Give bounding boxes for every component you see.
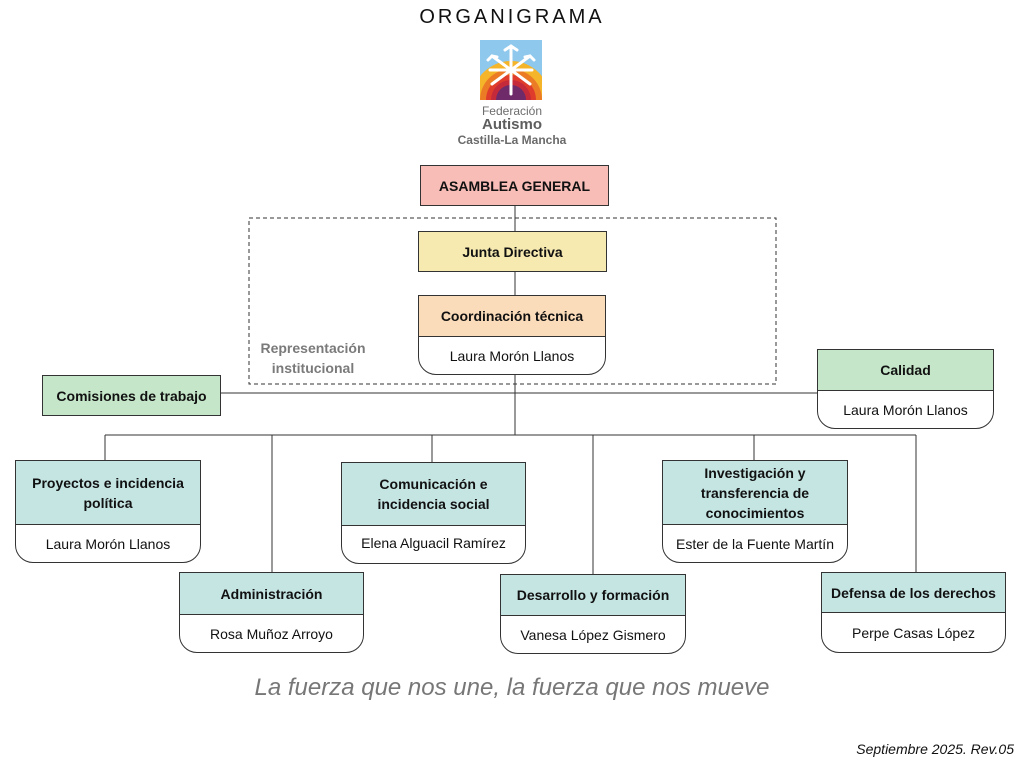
comisiones-box: Comisiones de trabajo xyxy=(42,375,221,416)
logo-line-1: Federación xyxy=(481,104,543,118)
administracion-card: Administración Rosa Muñoz Arroyo xyxy=(179,572,364,653)
proyectos-card: Proyectos e incidencia política Laura Mo… xyxy=(15,460,201,563)
administracion-title: Administración xyxy=(180,573,363,615)
federation-logo: Federación Autismo Castilla-La Mancha xyxy=(452,38,572,150)
coordinacion-title: Coordinación técnica xyxy=(419,296,605,337)
defensa-title: Defensa de los derechos xyxy=(822,573,1005,613)
slogan: La fuerza que nos une, la fuerza que nos… xyxy=(254,674,770,701)
desarrollo-person: Vanesa López Gismero xyxy=(520,627,666,643)
administracion-person: Rosa Muñoz Arroyo xyxy=(210,626,333,642)
proyectos-title: Proyectos e incidencia política xyxy=(16,461,200,525)
proyectos-person: Laura Morón Llanos xyxy=(45,536,171,552)
desarrollo-card: Desarrollo y formación Vanesa López Gism… xyxy=(500,574,686,654)
coordinacion-card: Coordinación técnica Laura Morón Llanos xyxy=(418,295,606,375)
coordinacion-person: Laura Morón Llanos xyxy=(449,348,575,364)
asamblea-general-box: ASAMBLEA GENERAL xyxy=(420,165,609,206)
investigacion-card: Investigación y transferencia de conocim… xyxy=(662,460,848,563)
logo-line-3: Castilla-La Mancha xyxy=(457,133,567,147)
investigacion-person: Ester de la Fuente Martín xyxy=(676,536,834,552)
desarrollo-title: Desarrollo y formación xyxy=(501,575,685,616)
comunicacion-title: Comunicación e incidencia social xyxy=(342,463,525,526)
comunicacion-card: Comunicación e incidencia social Elena A… xyxy=(341,462,526,564)
junta-directiva-box: Junta Directiva xyxy=(418,231,607,272)
representacion-label: Representación institucional xyxy=(260,340,366,376)
defensa-person: Perpe Casas López xyxy=(852,625,975,641)
investigacion-title: Investigación y transferencia de conocim… xyxy=(663,461,847,525)
autism-logo-icon xyxy=(480,40,542,100)
revision-date: Septiembre 2025. Rev.05 xyxy=(856,741,1014,757)
defensa-card: Defensa de los derechos Perpe Casas Lópe… xyxy=(821,572,1006,653)
logo-line-2: Autismo xyxy=(482,116,542,133)
representation-dashed-frame xyxy=(248,217,777,385)
comunicacion-person: Elena Alguacil Ramírez xyxy=(361,535,506,551)
calidad-card: Calidad Laura Morón Llanos xyxy=(817,349,994,429)
calidad-person: Laura Morón Llanos xyxy=(843,402,968,418)
page-title: ORGANIGRAMA xyxy=(419,6,605,28)
calidad-title: Calidad xyxy=(818,350,993,391)
